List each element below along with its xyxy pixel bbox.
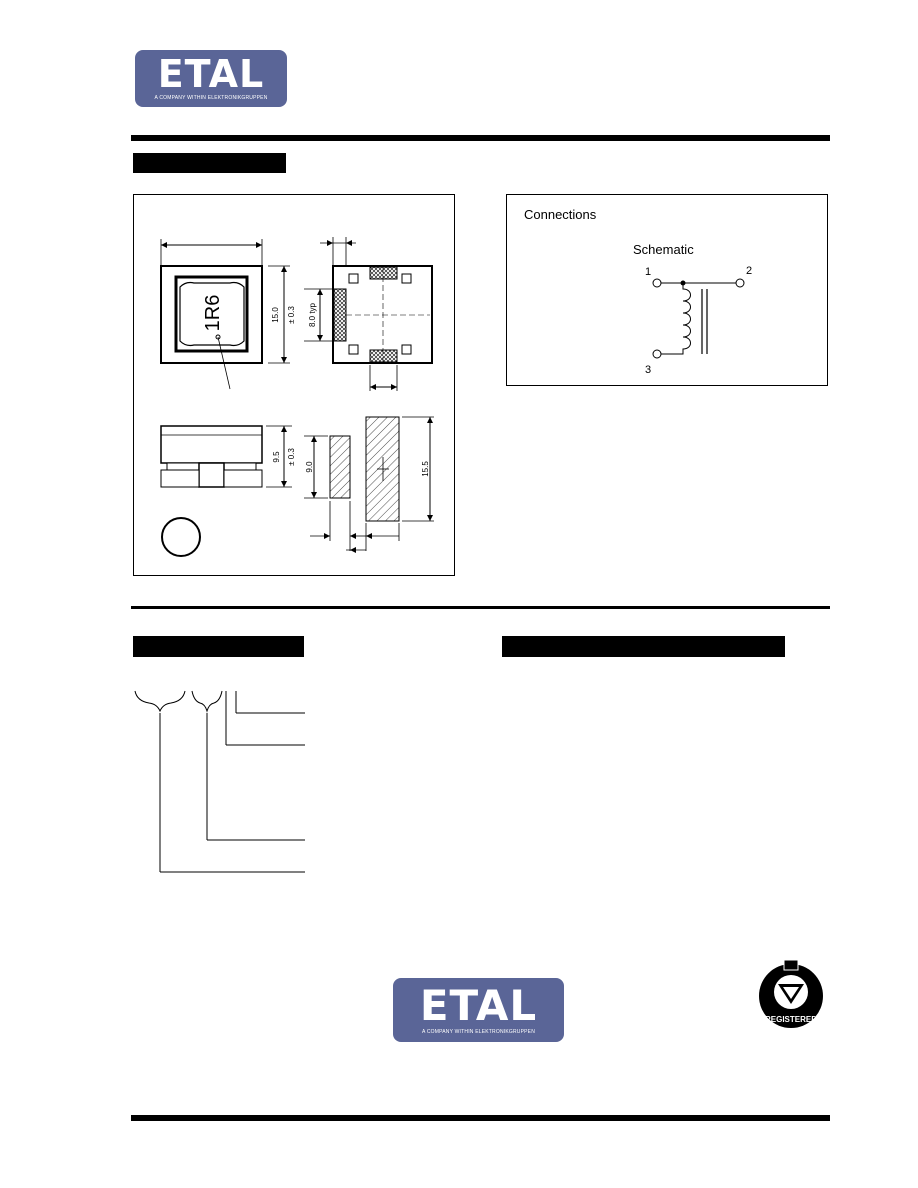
- inductor-marking: 1R6: [202, 295, 224, 332]
- mechanical-drawing: 1R6 15.0 ± 0.3: [160, 237, 434, 557]
- etal-logo-bottom: ETAL A COMPANY WITHIN ELEKTRONIKGRUPPEN: [393, 978, 564, 1042]
- pin-2-label: 2: [746, 265, 752, 277]
- dim-height-tol: ± 0.3: [287, 448, 296, 466]
- bottom-rule: [131, 1115, 830, 1121]
- schematic-subtitle: Schematic: [633, 242, 694, 257]
- dim-height: 9.5: [272, 451, 281, 463]
- section-bar-dimensions: [133, 153, 286, 173]
- top-view: 1R6 15.0 ± 0.3: [160, 239, 296, 390]
- etal-logo-top: ETAL A COMPANY WITHIN ELEKTRONIKGRUPPEN: [135, 50, 287, 107]
- registered-badge: REGISTERED: [759, 959, 823, 1028]
- pin-1-label: 1: [645, 266, 651, 278]
- top-rule: [131, 135, 830, 141]
- inductor-coil: [661, 283, 691, 355]
- logo-brand: ETAL: [419, 981, 538, 1030]
- polarity-circle: [161, 517, 201, 557]
- connections-box: Connections Schematic 1 2 3: [506, 194, 828, 386]
- dim-slot: 8.0 typ: [308, 302, 317, 327]
- side-view: 9.5 ± 0.3: [160, 425, 296, 488]
- part-number-breakdown: [134, 690, 305, 873]
- logo-tagline: A COMPANY WITHIN ELEKTRONIKGRUPPEN: [154, 95, 268, 101]
- logo-brand: ETAL: [157, 52, 265, 96]
- logo-tagline: A COMPANY WITHIN ELEKTRONIKGRUPPEN: [421, 1029, 536, 1035]
- bottom-view: 8.0 typ: [304, 237, 433, 391]
- section-bar-part-numbering: [133, 636, 304, 657]
- dim-width-tol: ± 0.3: [287, 306, 296, 324]
- badge-text: REGISTERED: [765, 1015, 817, 1024]
- dim-footprint: 15.5: [421, 461, 430, 477]
- pin-1-terminal: [652, 278, 662, 288]
- connections-title: Connections: [524, 207, 597, 222]
- footprint-view: 9.0 15.5: [304, 416, 434, 553]
- section-bar-specifications: [502, 636, 785, 657]
- dim-width: 15.0: [271, 307, 280, 323]
- dimensions-drawing-box: 1R6 15.0 ± 0.3: [133, 194, 455, 576]
- schematic-diagram: 1 2 3: [645, 265, 752, 376]
- pin-3-terminal: [652, 349, 662, 359]
- middle-rule: [131, 606, 830, 609]
- pin-2-terminal: [735, 278, 745, 288]
- pin-3-label: 3: [645, 364, 651, 376]
- dim-pad-height: 9.0: [305, 461, 314, 473]
